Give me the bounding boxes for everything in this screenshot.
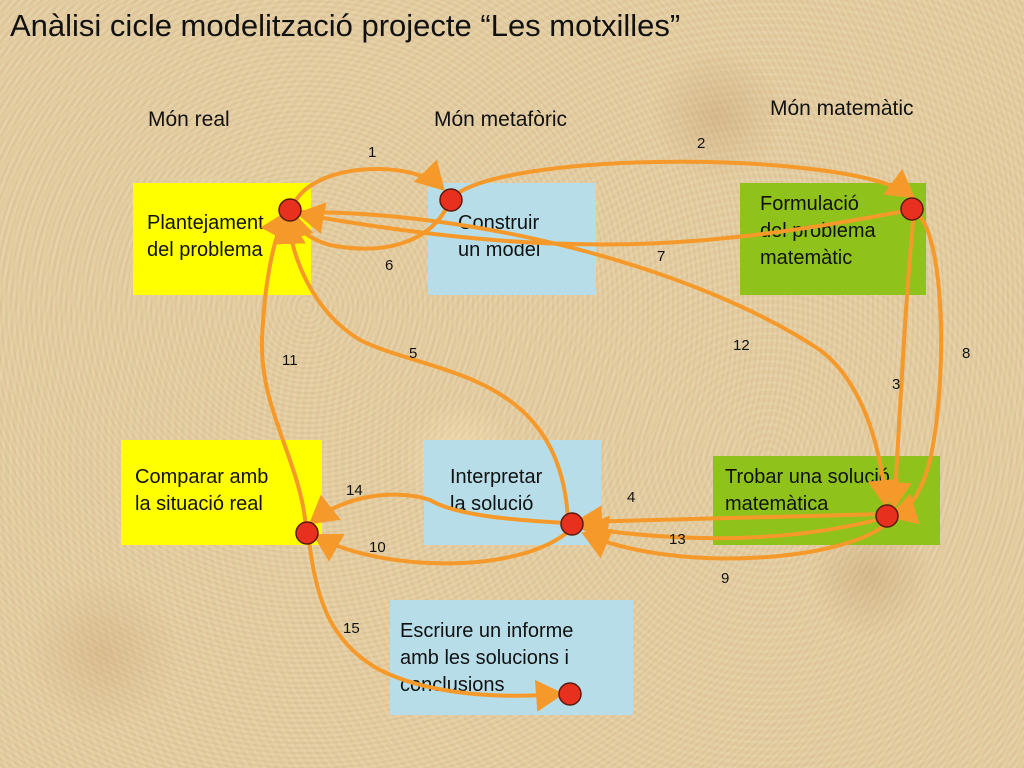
box-label: Trobar una solució matemàtica [725, 466, 890, 515]
column-heading-mathematical-world: Món matemàtic [770, 97, 914, 120]
node-interpretar [560, 512, 584, 536]
box-label: Comparar amb la situació real [135, 466, 269, 515]
step-label-7: 7 [657, 248, 666, 265]
node-formulacio [900, 197, 924, 221]
box-formulacio-problema: Formulació del problema matemàtic [740, 183, 926, 295]
arrow-13 [580, 515, 885, 548]
column-heading-real-world: Món real [148, 108, 230, 131]
step-label-12: 12 [733, 337, 750, 354]
arrow-4 [574, 505, 885, 538]
arrow-1 [290, 159, 445, 209]
box-comparar-situacio-real: Comparar amb la situació real [121, 440, 322, 545]
step-label-14: 14 [346, 482, 363, 499]
box-plantejament-problema: Plantejament del problema [133, 183, 311, 295]
node-construir [439, 188, 463, 212]
step-label-8: 8 [962, 345, 971, 362]
box-label: Interpretar la solució [450, 466, 543, 515]
step-label-3: 3 [892, 376, 901, 393]
step-label-9: 9 [721, 570, 730, 587]
node-plantejament [278, 198, 302, 222]
box-label: Plantejament del problema [147, 212, 264, 261]
arrow-3 [879, 211, 916, 510]
box-label: Escriure un informe amb les solucions i … [400, 620, 574, 696]
step-label-2: 2 [697, 135, 706, 152]
arrow-5 [273, 216, 570, 521]
step-label-10: 10 [369, 539, 386, 556]
step-label-15: 15 [343, 620, 360, 637]
arrow-11 [259, 210, 308, 528]
step-label-4: 4 [627, 489, 636, 506]
step-label-1: 1 [368, 144, 377, 161]
arrow-12 [291, 209, 900, 508]
arrow-10 [312, 528, 572, 566]
step-label-6: 6 [385, 257, 394, 274]
arrow-15 [306, 532, 564, 712]
step-label-11: 11 [282, 352, 298, 369]
arrow-7 [296, 202, 911, 247]
node-comparar [295, 521, 319, 545]
page-title: Anàlisi cicle modelització projecte “Les… [10, 8, 681, 43]
arrow-2 [450, 159, 916, 200]
column-heading-metaphoric-world: Món metafòric [434, 108, 568, 131]
arrow-8 [888, 210, 944, 525]
step-label-5: 5 [409, 345, 418, 362]
arrow-9 [581, 520, 890, 561]
node-escriure [558, 682, 582, 706]
arrow-14 [308, 492, 567, 525]
node-trobar [875, 504, 899, 528]
step-label-13: 13 [669, 531, 686, 548]
